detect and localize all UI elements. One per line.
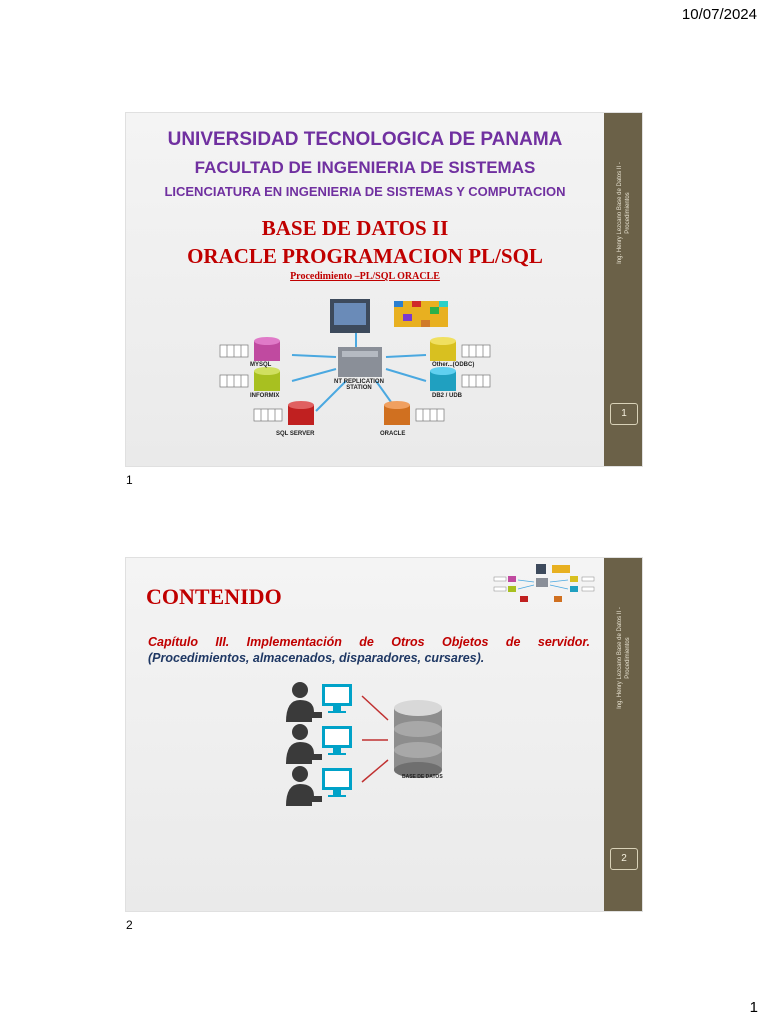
informix-db	[254, 367, 280, 391]
connection-arrows	[361, 695, 389, 783]
slide-1: UNIVERSIDAD TECNOLOGICA DE PANAMA FACULT…	[125, 112, 643, 467]
label-sql-server: SQL SERVER	[276, 431, 315, 437]
table-grids	[219, 344, 491, 422]
topic-link: Procedimiento –PL/SQL ORACLE	[290, 271, 440, 282]
sidebar-slide-number: 1	[610, 403, 638, 425]
replication-arrows	[291, 333, 427, 412]
oracle-db	[384, 401, 410, 425]
data-mosaic	[394, 301, 448, 327]
sidebar-author: Ing. Henry Lezcano Base de Datos II - Pr…	[617, 607, 631, 709]
slide-title-degree: LICENCIATURA EN INGENIERIA DE SISTEMAS Y…	[164, 184, 566, 199]
label-mysql: MYSQL	[250, 362, 272, 368]
slide-1-number: 1	[126, 473, 133, 487]
page-number: 1	[749, 999, 758, 1016]
label-nt-station: NT REPLICATION STATION	[334, 379, 384, 391]
slide-sidebar: Ing. Henry Lezcano Base de Datos II - Pr…	[604, 558, 642, 911]
mysql-db	[254, 337, 280, 361]
monitor-icon-1	[322, 684, 352, 713]
chapter-detail: (Procedimientos, almacenados, disparador…	[148, 651, 485, 665]
slide-sidebar: Ing. Henry Lezcano Base de Datos II - Pr…	[604, 113, 642, 466]
clients-database-illustration	[286, 682, 442, 806]
replication-diagram	[219, 299, 491, 425]
slide-2: CONTENIDO Capítulo III. Implementación d…	[125, 557, 643, 912]
person-icon-3	[286, 766, 322, 806]
other-odbc-db	[430, 337, 456, 361]
person-icon-2	[286, 724, 322, 764]
contenido-heading: CONTENIDO	[146, 584, 282, 609]
thumbnail-diagram-icon	[493, 564, 595, 602]
slide-title-university: UNIVERSIDAD TECNOLOGICA DE PANAMA	[167, 129, 563, 150]
slide-2-number: 2	[126, 918, 133, 932]
person-icon-1	[286, 682, 322, 722]
label-oracle: ORACLE	[380, 431, 406, 437]
subject-title: ORACLE PROGRAMACION PL/SQL	[187, 244, 543, 268]
label-db2: DB2 / UDB	[432, 393, 463, 399]
database-label: BASE DE DATOS	[402, 774, 443, 780]
db2-db	[430, 367, 456, 391]
sidebar-slide-number: 2	[610, 848, 638, 870]
chapter-line: Capítulo III. Implementación de Otros Ob…	[148, 635, 590, 649]
slide-title-faculty: FACULTAD DE INGENIERIA DE SISTEMAS	[194, 158, 536, 177]
label-other-odbc: Other...(ODBC)	[432, 362, 475, 368]
header-date: 10/07/2024	[681, 6, 757, 23]
sql-server-db	[288, 401, 314, 425]
sidebar-author: Ing. Henry Lezcano Base de Datos II - Pr…	[617, 162, 631, 264]
monitor-icon-2	[322, 726, 352, 755]
label-informix: INFORMIX	[250, 393, 280, 399]
course-title: BASE DE DATOS II	[261, 216, 449, 240]
monitor-icon-3	[322, 768, 352, 797]
database-icon	[394, 700, 442, 778]
